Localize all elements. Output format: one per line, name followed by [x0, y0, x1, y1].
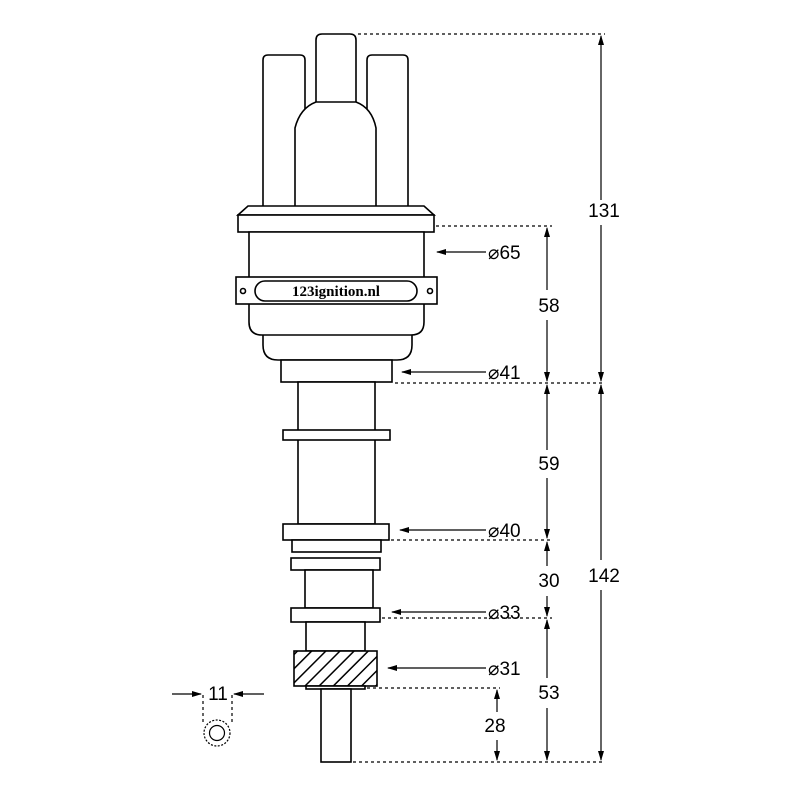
dim-drive-width: 11 [208, 684, 228, 705]
distributor-cap [235, 33, 437, 233]
dim-total-bottom: 142 [588, 566, 620, 587]
dim-shaft-lower: 53 [538, 683, 559, 704]
dimension-lines [172, 35, 604, 761]
dim-shaft-upper: 59 [538, 454, 559, 475]
dia-gear: ⌀31 [488, 659, 521, 680]
dim-total-top: 131 [588, 201, 620, 222]
dim-body-height: 58 [538, 296, 559, 317]
dia-neck: ⌀41 [488, 363, 521, 384]
dia-body: ⌀65 [488, 243, 521, 264]
extension-lines [202, 33, 605, 763]
dim-drive-length: 28 [484, 716, 505, 737]
dim-shaft-middle: 30 [538, 571, 559, 592]
brand-logo-text: 123ignition.nl [292, 284, 380, 300]
dia-ring: ⌀33 [488, 603, 521, 624]
dia-collar: ⌀40 [488, 521, 521, 542]
drive-gear [293, 650, 378, 687]
shaft [282, 381, 391, 763]
distributor-body: 123ignition.nl [235, 231, 438, 383]
drive-end-view [203, 719, 231, 747]
